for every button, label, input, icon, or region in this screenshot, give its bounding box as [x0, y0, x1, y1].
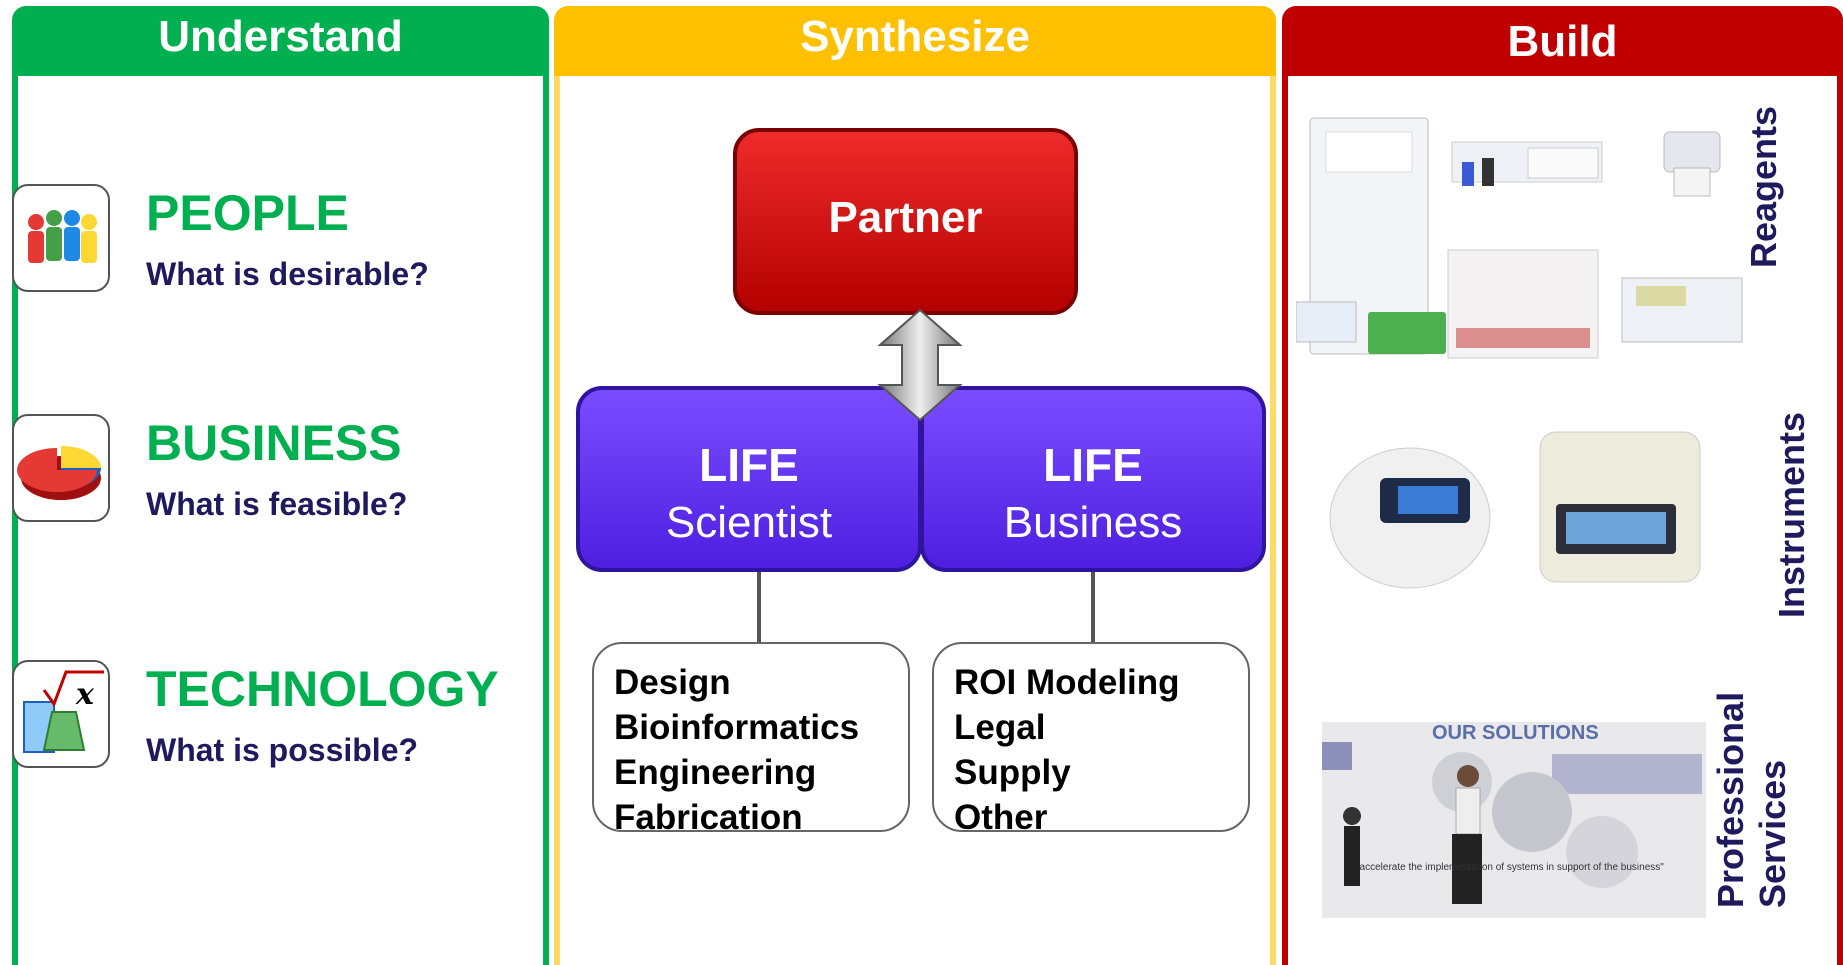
- life-business-line1: LIFE: [1043, 439, 1143, 491]
- double-arrow-icon: [877, 308, 963, 422]
- understand-header: Understand: [12, 6, 549, 76]
- people-icon: [12, 184, 110, 292]
- services-image-caption: "accelerate the implementation of system…: [1356, 862, 1664, 873]
- people-title: PEOPLE: [146, 185, 349, 241]
- services-label-line1: Professional: [1710, 691, 1751, 908]
- instruments-image: [1329, 431, 1701, 589]
- professional-services-image: OUR SOLUTIONS "accelerate the implementa…: [1322, 722, 1706, 918]
- list-item: Supply: [954, 753, 1071, 792]
- build-header: Build: [1282, 6, 1843, 76]
- list-item: Design: [614, 663, 731, 702]
- technology-item: x TECHNOLOGY What is possible?: [12, 660, 532, 770]
- life-business-box: LIFE Business: [920, 386, 1266, 572]
- formula-flask-icon: x: [12, 660, 110, 768]
- instruments-label: Instruments: [1771, 411, 1812, 618]
- services-label-line2: Services: [1752, 759, 1793, 908]
- people-subtitle: What is desirable?: [146, 256, 429, 292]
- life-scientist-line2: Scientist: [665, 498, 833, 547]
- services-image-title: OUR SOLUTIONS: [1432, 722, 1599, 744]
- technology-subtitle: What is possible?: [146, 732, 419, 768]
- reagents-image: [1296, 117, 1743, 359]
- reagents-label: Reagents: [1743, 105, 1784, 268]
- list-item: ROI Modeling: [954, 663, 1180, 702]
- pie-chart-icon: [12, 414, 110, 522]
- list-item: Legal: [954, 708, 1046, 747]
- life-business-line2: Business: [1003, 498, 1183, 547]
- technology-title: TECHNOLOGY: [146, 661, 499, 717]
- list-item: Other: [954, 798, 1048, 837]
- people-item: PEOPLE What is desirable?: [12, 184, 532, 294]
- list-item: Fabrication: [614, 798, 803, 837]
- partner-label: Partner: [828, 193, 983, 242]
- scientist-list: Design Bioinformatics Engineering Fabric…: [592, 642, 910, 837]
- list-item: Bioinformatics: [614, 708, 860, 747]
- synthesize-header: Synthesize: [554, 6, 1276, 76]
- business-item: BUSINESS What is feasible?: [12, 414, 532, 524]
- life-scientist-line1: LIFE: [699, 439, 799, 491]
- business-list: ROI Modeling Legal Supply Other: [932, 642, 1250, 837]
- list-item: Engineering: [614, 753, 817, 792]
- svg-text:x: x: [75, 677, 95, 712]
- business-connector: [1091, 572, 1095, 642]
- business-subtitle: What is feasible?: [146, 486, 408, 522]
- business-title: BUSINESS: [146, 415, 402, 471]
- scientist-connector: [757, 572, 761, 642]
- partner-box: Partner: [733, 128, 1078, 315]
